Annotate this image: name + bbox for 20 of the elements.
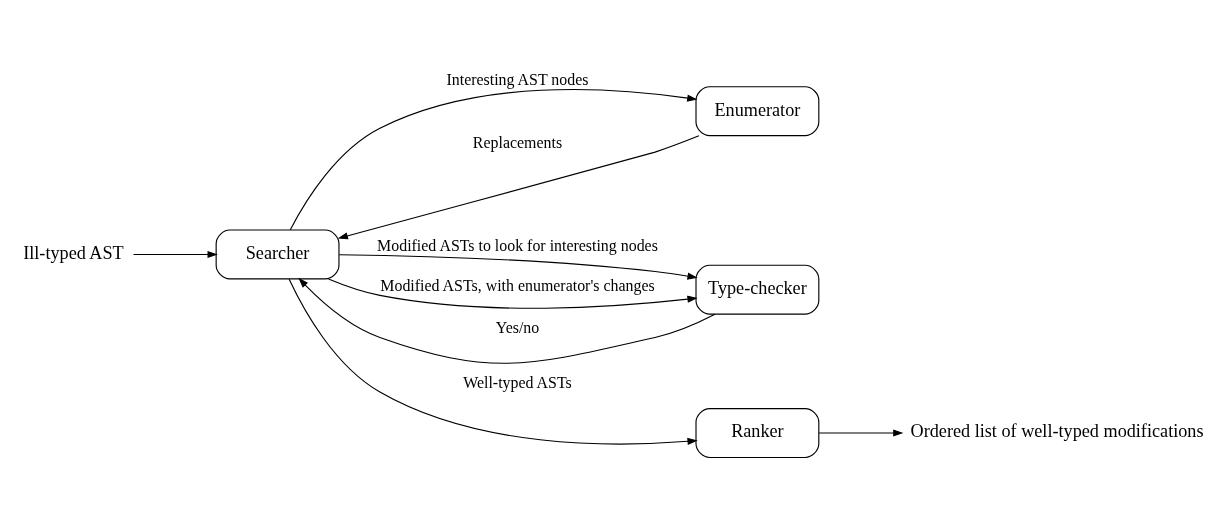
- node-box: Searcher: [215, 229, 340, 280]
- arrow: [132, 250, 218, 259]
- node-box: Ranker: [695, 408, 820, 458]
- arrow: [289, 88, 698, 231]
- arrow: [337, 135, 700, 240]
- arrow: [298, 277, 716, 364]
- node-text: Ill-typed AST: [23, 242, 124, 263]
- arrow: [288, 278, 698, 445]
- arrow: [818, 429, 904, 437]
- arrow: [338, 254, 698, 280]
- edge-label: Interesting AST nodes: [446, 71, 589, 89]
- edge-label: Modified ASTs, with enumerator's changes: [380, 277, 655, 295]
- node-text: Ordered list of well-typed modifications: [910, 421, 1204, 442]
- edge-label: Well-typed ASTs: [463, 373, 572, 391]
- node-box: Type-checker: [695, 264, 820, 315]
- edge-label: Modified ASTs to look for interesting nodes: [377, 237, 658, 255]
- node-box: Enumerator: [695, 86, 820, 137]
- edge-label: Replacements: [472, 133, 563, 151]
- edge-label: Yes/no: [495, 319, 540, 337]
- arrow: [327, 278, 698, 309]
